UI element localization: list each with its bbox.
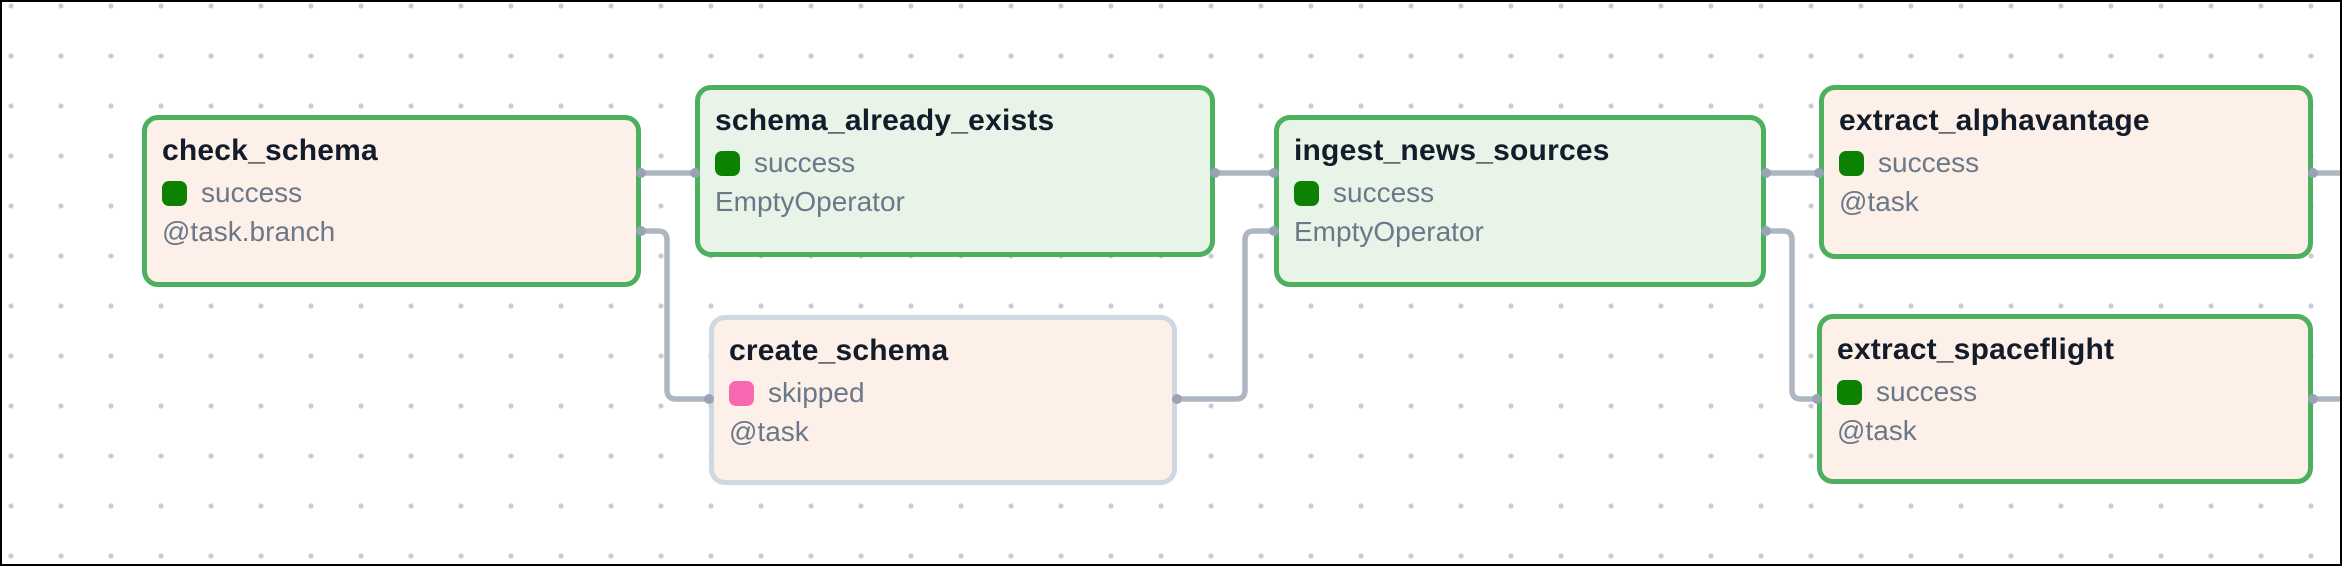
task-state-row: success [1837,375,2293,409]
task-state-label: success [1333,177,1435,208]
task-operator-label: @task.branch [162,216,336,247]
status-icon-success [162,180,187,206]
task-state-label: success [201,177,303,208]
task-state-label: success [1876,376,1978,407]
task-operator-label: @task [729,416,809,447]
task-state-row: success [1294,176,1746,210]
task-operator-row: @task.branch [162,215,621,249]
task-state-row: success [162,176,621,210]
status-icon-skipped [729,380,754,406]
task-operator-label: @task [1839,186,1919,217]
task-state-row: success [1839,146,2293,180]
task-title: create_schema [729,334,949,367]
task-state-label: skipped [768,377,865,408]
task-operator-row: EmptyOperator [715,185,1195,219]
status-icon-success [715,150,740,176]
task-state-row: skipped [729,376,1157,410]
task-title: check_schema [162,134,378,167]
task-operator-row: @task [729,415,1157,449]
task-title: schema_already_exists [715,104,1055,137]
task-operator-label: EmptyOperator [715,186,905,217]
task-operator-row: EmptyOperator [1294,215,1746,249]
task-operator-row: @task [1837,414,2293,448]
task-state-row: success [715,146,1195,180]
task-title: extract_alphavantage [1839,104,2150,137]
task-title: ingest_news_sources [1294,134,1610,167]
task-operator-label: @task [1837,415,1917,446]
task-operator-row: @task [1839,185,2293,219]
task-state-label: success [1878,147,1980,178]
status-icon-success [1837,379,1862,405]
task-title: extract_spaceflight [1837,333,2115,366]
task-state-label: success [754,147,856,178]
status-icon-success [1294,180,1319,206]
status-icon-success [1839,150,1864,176]
task-operator-label: EmptyOperator [1294,216,1484,247]
